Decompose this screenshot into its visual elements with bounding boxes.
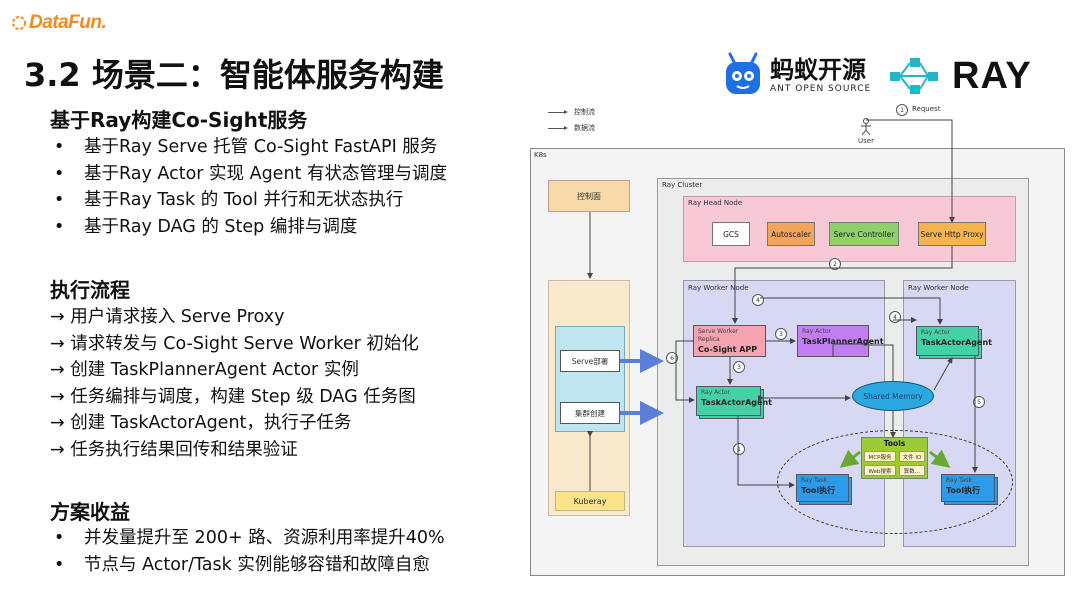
benefits-bullet-list: 并发量提升至 200+ 路、资源利用率提升40% 节点与 Actor/Task … <box>50 525 445 578</box>
kuberay-box: Kuberay <box>555 491 625 511</box>
section-title-cosight: 基于Ray构建Co-Sight服务 <box>50 108 308 132</box>
ray-logo-text: RAY <box>952 54 1032 97</box>
list-item: 基于Ray Task 的 Tool 并行和无状态执行 <box>50 187 447 214</box>
task2-card-name: Tool执行 <box>946 486 981 495</box>
datafun-logo: DataFun. <box>12 12 107 34</box>
list-item: → 任务执行结果回传和结果验证 <box>50 439 298 460</box>
task1-card-type: Ray Task <box>801 477 828 484</box>
list-item: 基于Ray Actor 实现 Agent 有状态管理与调度 <box>50 161 447 188</box>
serve-http-proxy-box: Serve Http Proxy <box>918 222 986 246</box>
list-item: → 任务编排与调度，构建 Step 级 DAG 任务图 <box>50 386 416 407</box>
list-item: 基于Ray DAG 的 Step 编排与调度 <box>50 214 447 241</box>
cosight-app-card: Serve Worker Replica Co-Sight APP <box>693 325 766 357</box>
k8s-label: K8s <box>534 151 547 159</box>
ray-mark-icon <box>890 58 938 94</box>
control-plane-box: 控制面 <box>548 180 630 212</box>
cosight-card-type: Serve Worker Replica <box>698 328 739 343</box>
step-number: 3 <box>733 361 745 373</box>
shared-memory: Shared Memory <box>852 381 934 411</box>
task1-card-name: Tool执行 <box>801 486 836 495</box>
step-number: 5 <box>973 396 985 408</box>
ant-open-source-logo: 蚂蚁开源 ANT OPEN SOURCE <box>722 52 871 98</box>
worker-node-2-label: Ray Worker Node <box>908 284 969 292</box>
control-flow-line-icon <box>548 109 568 114</box>
ray-cluster-label: Ray Cluster <box>662 181 703 189</box>
head-node-label: Ray Head Node <box>688 199 743 207</box>
step-number: 2 <box>829 258 841 270</box>
tool-item: 文件 IO <box>899 451 925 462</box>
tool-item: Web搜索 <box>864 465 896 476</box>
step-number: 6 <box>666 352 678 364</box>
list-item: 基于Ray Serve 托管 Co-Sight FastAPI 服务 <box>50 134 447 161</box>
request-label: Request <box>912 105 941 113</box>
datafun-mark-icon <box>12 16 26 30</box>
section-title-flow: 执行流程 <box>50 278 130 302</box>
diagram-legend: 控制流 数据流 <box>548 104 595 136</box>
cluster-create-box: 集群创建 <box>560 402 620 424</box>
list-item: 节点与 Actor/Task 实例能够容错和故障自愈 <box>50 552 445 579</box>
data-flow-line-icon <box>548 125 568 130</box>
user-icon <box>861 118 871 136</box>
actor-card-type: Ray Actor <box>701 389 730 396</box>
tool-item: 算数… <box>899 465 925 476</box>
task-actor-agent-card-2: Ray Actor TaskActorAgent <box>916 326 992 356</box>
planner-card-name: TaskPlannerAgent <box>802 337 884 346</box>
ray-task-tool-card-2: Ray Task Tool执行 <box>941 474 995 502</box>
planner-card-type: Ray Actor <box>802 328 831 335</box>
ant-logo-cn: 蚂蚁开源 <box>770 56 866 84</box>
task2-card-type: Ray Task <box>946 477 973 484</box>
tools-label: Tools <box>883 439 906 448</box>
legend-data-flow: 数据流 <box>574 124 595 132</box>
autoscaler-box: Autoscaler <box>767 222 815 246</box>
step-number: 1 <box>896 104 908 116</box>
tool-execution-region <box>777 430 1013 534</box>
step-number: 3 <box>775 328 787 340</box>
list-item: → 用户请求接入 Serve Proxy <box>50 307 285 327</box>
step-number: 4 <box>752 294 764 306</box>
actor2-card-type: Ray Actor <box>921 329 950 336</box>
worker-node-1-label: Ray Worker Node <box>688 284 749 292</box>
list-item: → 创建 TaskPlannerAgent Actor 实例 <box>50 360 359 380</box>
flow-step-list: → 用户请求接入 Serve Proxy → 请求转发与 Co-Sight Se… <box>50 304 419 463</box>
step-number: 1 <box>733 443 745 455</box>
section-title-benefits: 方案收益 <box>50 500 130 524</box>
page-title: 3.2 场景二：智能体服务构建 <box>24 56 444 94</box>
task-actor-agent-card: Ray Actor TaskActorAgent <box>696 386 772 416</box>
ray-task-tool-card-1: Ray Task Tool执行 <box>796 474 849 502</box>
serve-controller-box: Serve Controller <box>829 222 899 246</box>
legend-control-flow: 控制流 <box>574 108 595 116</box>
ray-logo: RAY <box>888 52 1032 100</box>
list-item: 并发量提升至 200+ 路、资源利用率提升40% <box>50 525 445 552</box>
list-item: → 请求转发与 Co-Sight Serve Worker 初始化 <box>50 333 419 354</box>
list-item: → 创建 TaskActorAgent，执行子任务 <box>50 413 352 433</box>
actor2-card-name: TaskActorAgent <box>921 338 992 347</box>
brand-text: DataFun. <box>29 12 107 33</box>
cosight-card-name: Co-Sight APP <box>698 345 758 354</box>
ant-logo-en: ANT OPEN SOURCE <box>770 84 872 94</box>
ant-mascot-icon <box>726 52 760 94</box>
gcs-box: GCS <box>712 222 750 246</box>
actor-card-name: TaskActorAgent <box>701 398 772 407</box>
user-label: User <box>858 137 874 145</box>
tool-item: MCP服务 <box>864 451 896 462</box>
cosight-bullet-list: 基于Ray Serve 托管 Co-Sight FastAPI 服务 基于Ray… <box>50 134 447 240</box>
serve-deploy-box: Serve部署 <box>560 350 620 372</box>
